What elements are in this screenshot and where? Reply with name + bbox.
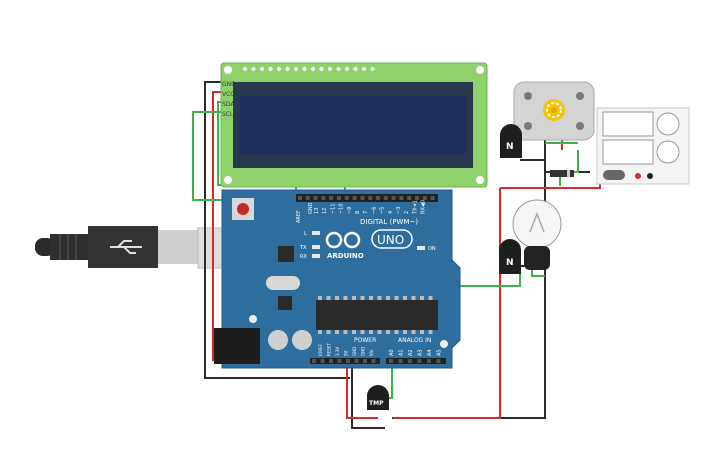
power-pin-label: GND (361, 347, 366, 356)
lcd-pin-sda: SDA (222, 101, 235, 108)
power-pin-label: Vin (369, 349, 374, 356)
digital-pin-label: 4 (388, 211, 394, 214)
digital-pin-label: RX◀0 (421, 200, 427, 214)
transistor-mid-label: N (506, 258, 514, 268)
power-switch[interactable] (603, 170, 625, 180)
digital-pin-label: ~9 (347, 207, 353, 214)
lcd-pin-vcc: VCC (222, 91, 234, 98)
lcd-screen (240, 96, 466, 154)
light-bulb (512, 199, 562, 270)
transistor-top: N (500, 124, 522, 158)
capacitor-1 (268, 330, 288, 350)
transistor-top-label: N (506, 142, 514, 152)
digital-pin-label: 12 (322, 208, 328, 214)
model-label: UNO (377, 233, 404, 247)
digital-pin-label: ~6 (371, 207, 377, 214)
led-tx-label: TX (299, 245, 307, 251)
lcd-pin-gnd: GND (222, 81, 236, 88)
digital-pin-label: 13 (314, 208, 320, 214)
analog-pin-label: A5 (437, 349, 443, 356)
crystal (266, 276, 300, 290)
gear-icon (543, 99, 565, 121)
lcd-pin-holes (243, 67, 375, 71)
power-pin-label: RESET (327, 343, 332, 356)
atmega-chip (316, 300, 438, 330)
temp-sensor-label: TMP (369, 400, 384, 407)
power-supply (596, 107, 690, 185)
arduino-logo-icon (325, 231, 361, 249)
digital-pin-label: ~3 (396, 207, 402, 214)
power-pin-label: GND (352, 347, 357, 356)
capacitor-2 (292, 330, 312, 350)
dc-motor (513, 81, 595, 141)
digital-header (296, 194, 438, 202)
digital-pin-label: 7 (363, 211, 369, 214)
digital-pin-label: 2 (404, 211, 410, 214)
reset-button-cap (237, 203, 249, 215)
analog-label: ANALOG IN (398, 337, 431, 344)
analog-pin-label: A4 (427, 349, 433, 356)
analog-header (386, 358, 446, 364)
usb-icon (110, 240, 142, 254)
led-l-label: L (304, 231, 307, 237)
analog-pin-label: A3 (418, 349, 424, 356)
power-pin-label: 3.3V (335, 347, 340, 356)
on-label: ON (428, 246, 436, 252)
digital-label: DIGITAL (PWM~) (360, 218, 418, 226)
brand-label: ARDUINO (327, 252, 364, 260)
lcd-module: GND VCC SDA SCL (220, 62, 488, 188)
transistor-middle: N (499, 239, 521, 274)
analog-pin-label: A2 (408, 349, 414, 356)
positive-terminal (635, 173, 641, 179)
temperature-sensor: TMP (367, 385, 389, 410)
power-label: POWER (354, 337, 376, 344)
digital-pin-label: ~11 (330, 203, 336, 214)
diode (550, 170, 574, 177)
digital-pin-label: ~10 (339, 203, 345, 214)
analog-pin-label: A0 (389, 349, 395, 356)
usb-chip (278, 246, 294, 262)
gnd-pin-label: GND (308, 202, 314, 214)
power-pin-label: 5V (344, 350, 349, 356)
led-rx-label: RX (300, 254, 307, 260)
negative-terminal (647, 173, 653, 179)
lcd-pin-scl: SCL (222, 111, 234, 118)
digital-pin-label: ~5 (380, 207, 386, 214)
analog-pin-label: A1 (399, 349, 405, 356)
power-jack (214, 328, 260, 364)
aref-label: AREF (296, 210, 302, 223)
power-header (310, 358, 380, 364)
digital-pin-label: 8 (355, 211, 361, 214)
power-pin-label: IOREF (318, 343, 323, 356)
digital-pin-label: TX➔1 (412, 200, 418, 215)
